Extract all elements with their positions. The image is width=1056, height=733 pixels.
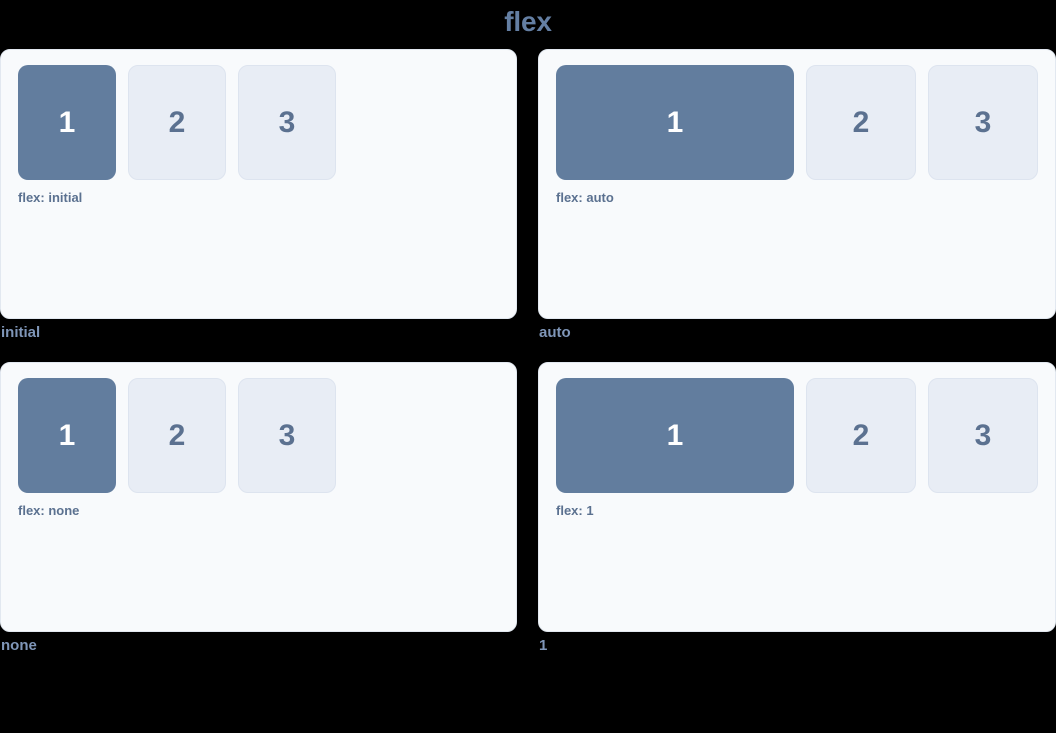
demo-panel-auto: 1 2 3 flex: auto bbox=[538, 49, 1056, 319]
demo-caption-one: 1 bbox=[539, 637, 548, 654]
flex-item-3[interactable]: 3 bbox=[238, 65, 336, 180]
demo-cell-none: 1 2 3 flex: none none bbox=[0, 362, 517, 656]
flex-item-2[interactable]: 2 bbox=[128, 65, 226, 180]
flex-container-initial: 1 2 3 bbox=[18, 65, 499, 180]
flex-container-one: 1 2 3 bbox=[556, 378, 1038, 493]
demo-cell-initial: 1 2 3 flex: initial initial bbox=[0, 49, 517, 343]
flex-item-3[interactable]: 3 bbox=[238, 378, 336, 493]
flex-item-1[interactable]: 1 bbox=[18, 65, 116, 180]
demo-code-label: flex: 1 bbox=[556, 503, 594, 518]
flex-container-auto: 1 2 3 bbox=[556, 65, 1038, 180]
demo-caption-auto: auto bbox=[539, 324, 571, 341]
demo-cell-one: 1 2 3 flex: 1 1 bbox=[538, 362, 1056, 656]
demo-code-label: flex: initial bbox=[18, 190, 83, 205]
demo-panel-initial: 1 2 3 flex: initial bbox=[0, 49, 517, 319]
flex-item-2[interactable]: 2 bbox=[128, 378, 226, 493]
flex-item-1[interactable]: 1 bbox=[556, 65, 794, 180]
flex-container-none: 1 2 3 bbox=[18, 378, 499, 493]
flex-item-2[interactable]: 2 bbox=[806, 65, 916, 180]
demo-code-label: flex: auto bbox=[556, 190, 614, 205]
demo-code-label: flex: none bbox=[18, 503, 80, 518]
flex-item-3[interactable]: 3 bbox=[928, 65, 1038, 180]
demo-panel-one: 1 2 3 flex: 1 bbox=[538, 362, 1056, 632]
demo-panel-none: 1 2 3 flex: none bbox=[0, 362, 517, 632]
flex-item-1[interactable]: 1 bbox=[18, 378, 116, 493]
flex-item-2[interactable]: 2 bbox=[806, 378, 916, 493]
page-title: flex bbox=[504, 6, 552, 37]
demo-caption-initial: initial bbox=[1, 324, 41, 341]
flex-item-3[interactable]: 3 bbox=[928, 378, 1038, 493]
flex-item-1[interactable]: 1 bbox=[556, 378, 794, 493]
demo-cell-auto: 1 2 3 flex: auto auto bbox=[538, 49, 1056, 343]
demo-grid: 1 2 3 flex: initial initial 1 2 3 flex: … bbox=[0, 49, 1056, 656]
demo-caption-none: none bbox=[1, 637, 37, 654]
